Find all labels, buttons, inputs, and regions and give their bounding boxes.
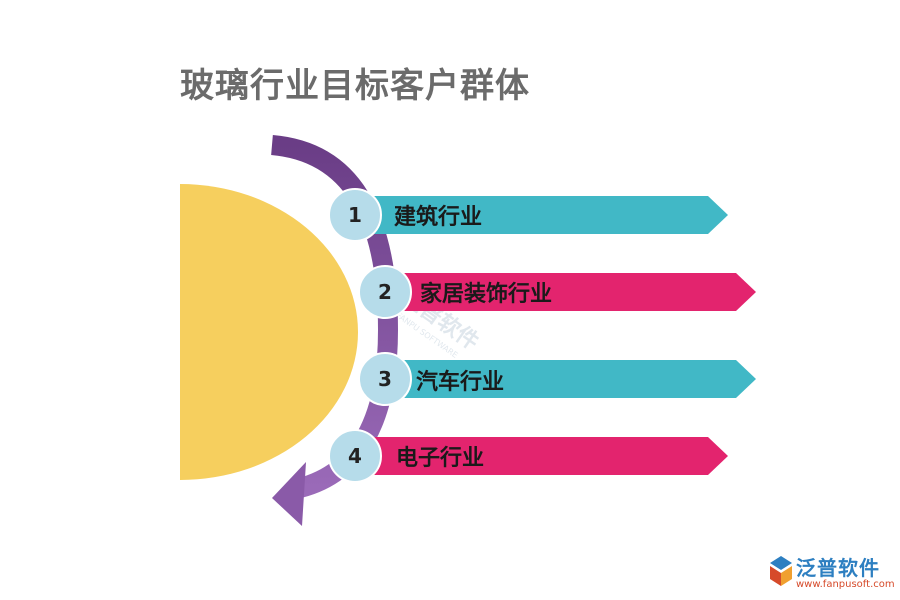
number-circle-3 (358, 352, 412, 406)
sun-half-circle (180, 184, 358, 480)
arrow-banner-4 (352, 437, 728, 475)
arrow-banner-1 (352, 196, 728, 234)
arrow-row-3: 3 汽车行业 (358, 352, 756, 406)
arrow-row-4: 4 电子行业 (328, 429, 728, 483)
item-label-3: 汽车行业 (416, 369, 504, 395)
item-number-3: 3 (378, 367, 392, 391)
arrow-row-1: 1 建筑行业 (328, 188, 728, 242)
brand-logo[interactable]: 泛普软件 www.fanpusoft.com (768, 552, 898, 598)
item-number-2: 2 (378, 280, 392, 304)
number-circle-1 (328, 188, 382, 242)
item-label-2: 家居装饰行业 (420, 281, 552, 307)
item-label-4: 电子行业 (396, 445, 484, 471)
item-number-1: 1 (348, 203, 362, 227)
item-number-4: 4 (348, 444, 362, 468)
number-circle-2 (358, 265, 412, 319)
fanpu-logo-icon (770, 556, 792, 586)
arrow-row-2: 2 家居装饰行业 (358, 265, 756, 319)
logo-url[interactable]: www.fanpusoft.com (796, 579, 895, 590)
arc-arrow-head (272, 462, 306, 526)
arrow-banner-3 (380, 360, 756, 398)
arrow-banner-2 (380, 273, 756, 311)
logo-name: 泛普软件 (796, 556, 880, 580)
number-circle-4 (328, 429, 382, 483)
page-title: 玻璃行业目标客户群体 (180, 66, 530, 106)
item-label-1: 建筑行业 (394, 204, 482, 230)
